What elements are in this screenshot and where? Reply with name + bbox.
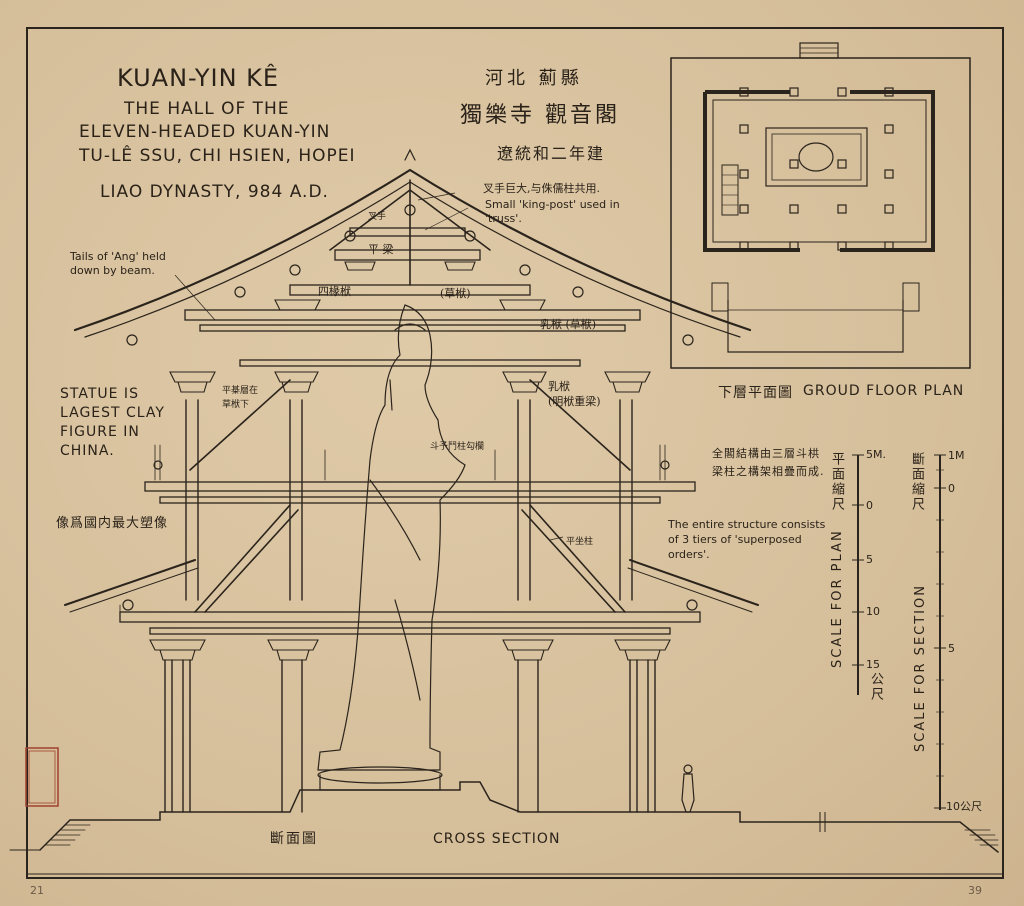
plan-label-cn: 下層平面圖 xyxy=(718,385,793,401)
scale-plan-en: SCALE FOR PLAN xyxy=(830,529,845,668)
label-rufu: 乳栿 (草栿) xyxy=(540,318,597,331)
note-statue-en: STATUE IS LAGEST CLAY FIGURE IN CHINA. xyxy=(60,386,165,459)
scale-section-tick-10: 10公尺 xyxy=(946,800,982,813)
title-line-4: TU-LÊ SSU, CHI HSIEN, HOPEI xyxy=(79,146,356,166)
artist-seal xyxy=(25,747,59,807)
frame-border xyxy=(26,27,1004,879)
label-cha-shou: 叉手 xyxy=(368,212,387,222)
note-structure-en: The entire structure consists of 3 tiers… xyxy=(668,518,826,561)
title-date: LIAO DYNASTY, 984 A.D. xyxy=(100,182,329,202)
plan-label-en: GROUD FLOOR PLAN xyxy=(803,383,965,399)
page-number-right: 39 xyxy=(968,884,982,897)
scale-plan-tick-15: 15 xyxy=(866,658,880,671)
note-king-post-en: Small 'king-post' used in 'truss'. xyxy=(485,198,620,225)
note-king-post-cn: 叉手巨大,与侏儒柱共用. xyxy=(483,182,600,195)
label-rough-beam: (草栿) xyxy=(440,287,471,300)
scale-plan-tick-10: 10 xyxy=(866,605,880,618)
title-line-2: THE HALL OF THE xyxy=(124,99,290,119)
section-label-en: CROSS SECTION xyxy=(433,831,561,847)
note-structure-cn: 全閣結構由三層斗栱梁柱之構架相疊而成. xyxy=(712,447,825,478)
human-figure xyxy=(681,764,695,813)
scale-section-tick-0: 0 xyxy=(948,482,955,495)
note-statue-cn: 像爲國内最大塑像 xyxy=(56,516,169,531)
page-number-left: 21 xyxy=(30,884,44,897)
scale-plan-tick-0: 0 xyxy=(866,499,873,512)
title-cn-1: 河北 薊縣 xyxy=(485,68,583,89)
label-pingqi: 平棊層在草栿下 xyxy=(222,386,259,410)
scale-plan-cn: 平面縮尺 xyxy=(829,452,844,512)
scale-section-tick-5: 5 xyxy=(948,642,955,655)
title-cn-2: 獨樂寺 觀音閣 xyxy=(460,103,620,128)
note-ang-tails: Tails of 'Ang' held down by beam. xyxy=(70,250,166,277)
ground-floor-plan xyxy=(670,42,971,369)
scale-section-tick-1m: 1M xyxy=(948,449,965,462)
scale-section-en: SCALE FOR SECTION xyxy=(913,584,928,752)
scale-plan-tick-5m: 5M. xyxy=(866,448,886,461)
label-rufu-2: 乳栿 xyxy=(548,380,570,393)
scale-section-cn: 斷面縮尺 xyxy=(909,452,924,512)
label-four-rafter-beam: 四椽栿 xyxy=(318,285,351,298)
label-ping-liang: 平 梁 xyxy=(368,243,394,256)
label-dougong: 斗予鬥柱勾欄 xyxy=(430,442,485,452)
label-rufu-2-sub: (明栿重梁) xyxy=(548,395,601,408)
title-line-3: ELEVEN-HEADED KUAN-YIN xyxy=(79,122,331,142)
scale-bars xyxy=(852,454,946,810)
statue-outline xyxy=(317,304,466,791)
title-cn-3: 遼統和二年建 xyxy=(497,144,606,163)
cross-section xyxy=(9,148,999,853)
section-label-cn: 斷面圖 xyxy=(270,831,318,847)
scale-plan-unit: 公尺 xyxy=(868,672,883,702)
scale-plan-tick-5: 5 xyxy=(866,553,873,566)
label-pingzuo: 平坐柱 xyxy=(566,537,594,547)
title-main: KUAN-YIN KÊ xyxy=(117,64,280,92)
